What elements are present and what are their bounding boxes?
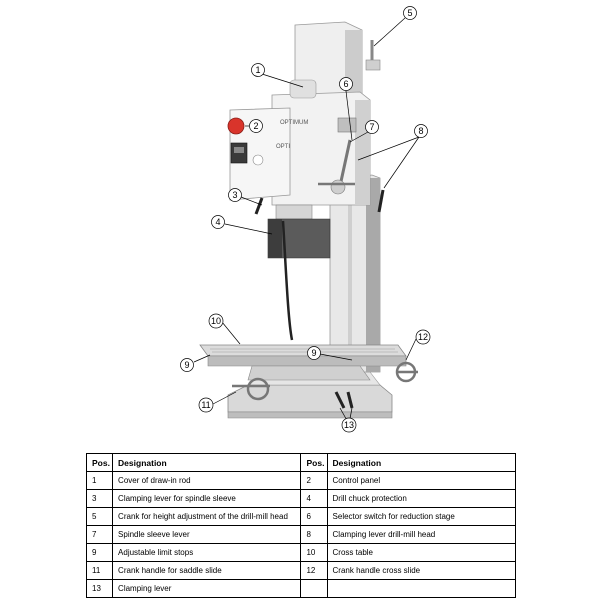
cell-designation: Control panel [326, 471, 517, 490]
header-pos-right: Pos. [300, 453, 328, 472]
cell-pos: 7 [85, 525, 114, 544]
callout-9-left: 9 [180, 358, 194, 372]
cell-designation [326, 579, 517, 598]
cross-table [199, 344, 418, 409]
svg-text:6: 6 [343, 79, 348, 89]
svg-text:1: 1 [255, 65, 260, 75]
brand-label-small: OPTI [276, 144, 290, 150]
cell-designation: Selector switch for reduction stage [326, 507, 517, 526]
svg-text:4: 4 [215, 217, 220, 227]
svg-text:7: 7 [369, 122, 374, 132]
cell-designation: Crank handle cross slide [326, 561, 517, 580]
callout-8: 8 [414, 124, 428, 138]
cell-designation: Adjustable limit stops [112, 543, 302, 562]
svg-text:9: 9 [311, 348, 316, 358]
callout-11: 11 [198, 397, 214, 413]
callouts: 1 2 3 4 5 6 7 8 9 9 10 11 12 13 [180, 6, 431, 433]
svg-text:8: 8 [418, 126, 423, 136]
cell-pos: 11 [85, 561, 114, 580]
drill-chuck-protection [267, 204, 331, 341]
callout-2: 2 [249, 119, 263, 133]
callout-13: 13 [341, 417, 357, 433]
cell-designation: Crank handle for saddle slide [112, 561, 302, 580]
callout-9-right: 9 [307, 346, 321, 360]
cell-designation: Spindle sleeve lever [112, 525, 302, 544]
svg-text:9: 9 [184, 360, 189, 370]
brand-label: OPTIMUM [280, 120, 308, 126]
cell-pos: 10 [300, 543, 328, 562]
cell-pos: 1 [85, 471, 114, 490]
cell-pos: 12 [300, 561, 328, 580]
callout-3: 3 [228, 188, 242, 202]
cell-pos: 3 [85, 489, 114, 508]
header-designation-right: Designation [326, 453, 517, 472]
cell-pos [300, 579, 328, 598]
cell-pos: 9 [85, 543, 114, 562]
header-pos-left: Pos. [85, 453, 114, 472]
cell-pos: 5 [85, 507, 114, 526]
cell-designation: Clamping lever for spindle sleeve [112, 489, 302, 508]
svg-text:5: 5 [407, 8, 412, 18]
drill-mill-head: OPTIMUM OPTI [227, 21, 385, 215]
callout-12: 12 [415, 329, 431, 345]
callout-10: 10 [208, 313, 224, 329]
svg-text:3: 3 [232, 190, 237, 200]
header-designation-left: Designation [112, 453, 302, 472]
cell-designation: Clamping lever [112, 579, 302, 598]
svg-text:12: 12 [418, 332, 428, 342]
cell-designation: Drill chuck protection [326, 489, 517, 508]
callout-5: 5 [403, 6, 417, 20]
cell-pos: 13 [85, 579, 114, 598]
cell-designation: Cross table [326, 543, 517, 562]
cell-designation: Crank for height adjustment of the drill… [112, 507, 302, 526]
machine-column [329, 174, 381, 373]
cell-pos: 8 [300, 525, 328, 544]
svg-text:13: 13 [344, 420, 354, 430]
callout-7: 7 [365, 120, 379, 134]
machine-illustration: OPTIMUM OPTI [180, 6, 431, 433]
svg-text:11: 11 [201, 400, 210, 410]
cell-pos: 4 [300, 489, 328, 508]
cell-designation: Clamping lever drill-mill head [326, 525, 517, 544]
callout-4: 4 [211, 215, 225, 229]
emergency-stop-button [227, 117, 245, 135]
callout-6: 6 [339, 77, 353, 91]
cell-pos: 2 [300, 471, 328, 490]
table-header-row: Pos. Designation Pos. Designation [85, 453, 517, 472]
cell-designation: Cover of draw-in rod [112, 471, 302, 490]
svg-text:10: 10 [211, 316, 221, 326]
cell-pos: 6 [300, 507, 328, 526]
callout-1: 1 [251, 63, 265, 77]
svg-text:2: 2 [253, 121, 258, 131]
callout-leaders [193, 17, 420, 425]
